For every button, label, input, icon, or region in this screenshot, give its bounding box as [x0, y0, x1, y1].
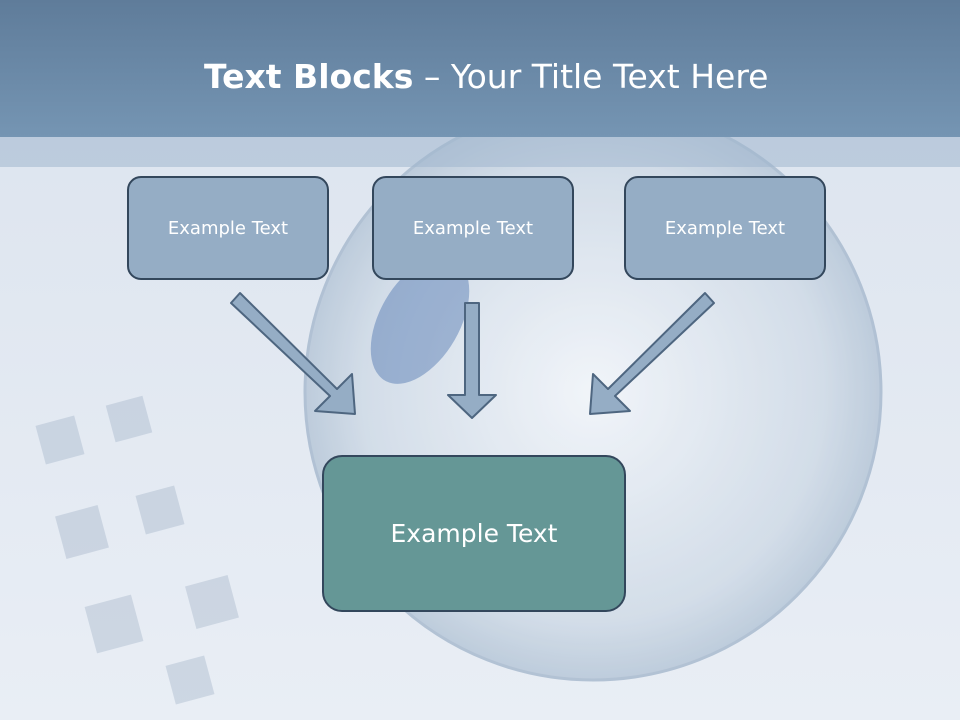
slide-title-rest: – Your Title Text Here: [413, 57, 769, 96]
text-block-1[interactable]: Example Text: [127, 176, 329, 280]
text-block-2-label: Example Text: [412, 217, 534, 239]
slide-title: Text Blocks – Your Title Text Here: [204, 52, 768, 102]
text-block-2[interactable]: Example Text: [372, 176, 574, 280]
arrow-right-icon: [589, 292, 715, 415]
result-block[interactable]: Example Text: [322, 455, 626, 612]
title-strip: [0, 137, 960, 167]
text-block-3[interactable]: Example Text: [624, 176, 826, 280]
arrow-middle-icon: [447, 302, 497, 419]
slide-title-bold: Text Blocks: [204, 57, 414, 96]
result-block-label: Example Text: [390, 519, 558, 548]
arrow-left-icon: [230, 292, 356, 415]
text-block-1-label: Example Text: [167, 217, 289, 239]
title-bar: [0, 0, 960, 137]
text-block-3-label: Example Text: [664, 217, 786, 239]
